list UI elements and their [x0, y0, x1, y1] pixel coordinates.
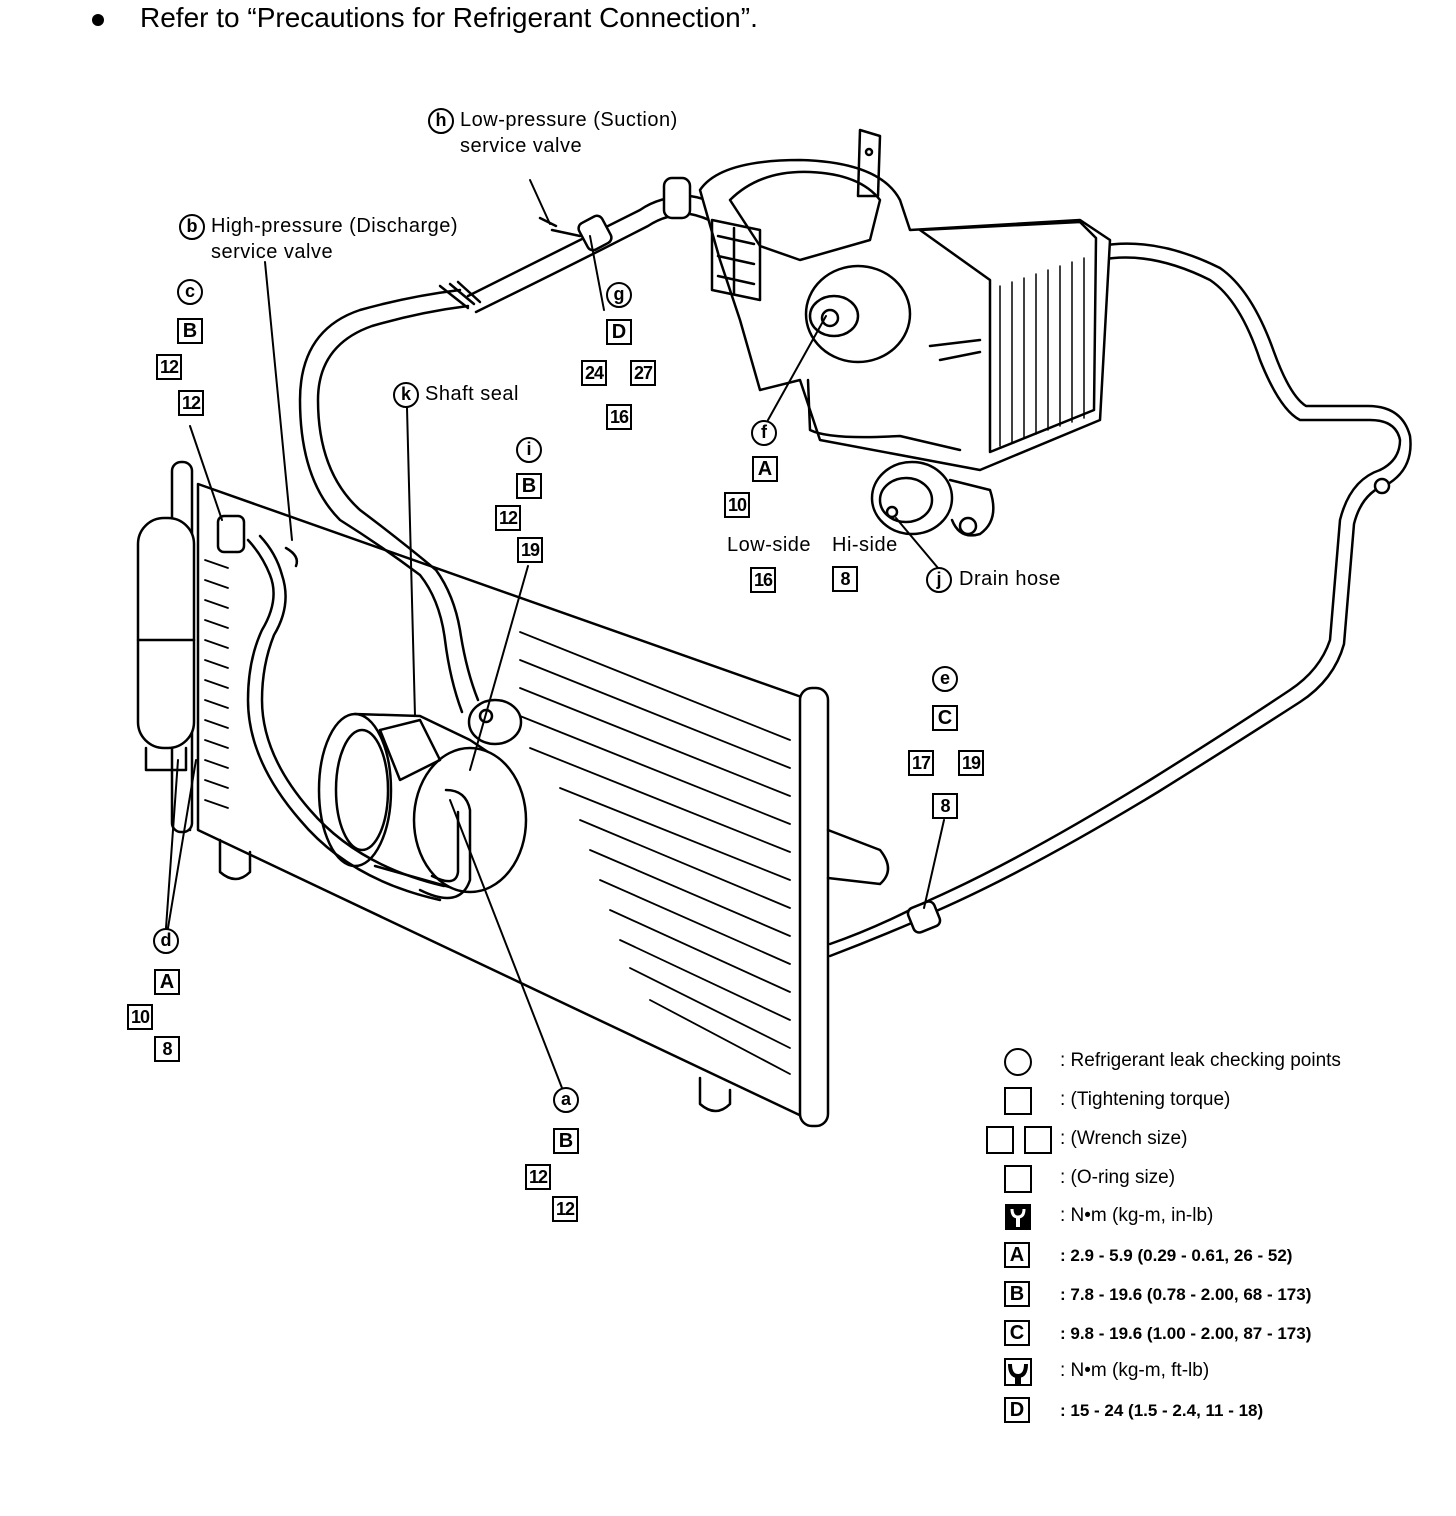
oring-size-8: 8 — [932, 793, 958, 819]
callout-k: k — [393, 382, 419, 408]
legend-A-text: : 2.9 - 5.9 (0.29 - 0.61, 26 - 52) — [1060, 1246, 1293, 1265]
shaft-seal-label: Shaft seal — [425, 383, 519, 405]
bullet-icon — [92, 13, 104, 26]
torque-code-A: A — [154, 969, 180, 995]
square-symbol-icon — [986, 1126, 1014, 1154]
low-pressure-label: Low-pressure (Suction) — [460, 109, 678, 131]
legend-unit-ftlb-text: : N•m (kg-m, ft-lb) — [1060, 1360, 1210, 1381]
callout-b: b — [179, 214, 205, 240]
square-symbol-icon — [1024, 1126, 1052, 1154]
torque-wrench-ftlb-icon — [1004, 1358, 1032, 1386]
wrench-size-10: 10 — [127, 1004, 153, 1030]
callout-d: d — [153, 928, 179, 954]
torque-code-B: B — [516, 473, 542, 499]
hi-side-label: Hi-side — [832, 534, 898, 556]
precautions-note: Refer to “Precautions for Refrigerant Co… — [92, 2, 758, 34]
liquid-tank — [136, 516, 196, 772]
oring-size-16: 16 — [606, 404, 632, 430]
compressor — [317, 698, 528, 894]
callout-i: i — [516, 437, 542, 463]
leader-lines — [165, 179, 945, 1089]
oring-size-8: 8 — [832, 566, 858, 592]
legend-unit-inlb-text: : N•m (kg-m, in-lb) — [1060, 1205, 1214, 1226]
oring-size-19: 19 — [517, 537, 543, 563]
legend-oring-text: : (O-ring size) — [1060, 1167, 1176, 1188]
square-symbol-icon — [1004, 1087, 1032, 1115]
legend-B-text: : 7.8 - 19.6 (0.78 - 2.00, 68 - 173) — [1060, 1285, 1312, 1304]
legend-wrench-text: : (Wrench size) — [1060, 1128, 1188, 1149]
legend-torque-text: : (Tightening torque) — [1060, 1089, 1231, 1110]
pipes — [216, 176, 1412, 958]
callout-g: g — [606, 282, 632, 308]
torque-code-A: A — [1004, 1242, 1030, 1268]
torque-code-D: D — [606, 319, 632, 345]
wrench-size-12: 12 — [525, 1164, 551, 1190]
wrench-size-24: 24 — [581, 360, 607, 386]
wrench-size-12: 12 — [156, 354, 182, 380]
oring-size-12: 12 — [178, 390, 204, 416]
oring-size-12: 12 — [552, 1196, 578, 1222]
callout-j: j — [926, 567, 952, 593]
callout-h: h — [428, 108, 454, 134]
torque-code-B: B — [553, 1128, 579, 1154]
callout-a: a — [553, 1087, 579, 1113]
legend-D-text: : 15 - 24 (1.5 - 2.4, 11 - 18) — [1060, 1401, 1264, 1420]
low-side-label: Low-side — [727, 534, 812, 556]
torque-code-C: C — [1004, 1320, 1030, 1346]
callout-f: f — [751, 420, 777, 446]
torque-code-C: C — [932, 705, 958, 731]
square-symbol-icon — [1004, 1165, 1032, 1193]
legend-C-text: : 9.8 - 19.6 (1.00 - 2.00, 87 - 173) — [1060, 1324, 1312, 1343]
note-text: Refer to “Precautions for Refrigerant Co… — [140, 2, 758, 33]
high-pressure-label: High-pressure (Discharge) — [211, 215, 459, 237]
torque-code-B: B — [1004, 1281, 1030, 1307]
drain-hose-label: Drain hose — [959, 568, 1061, 590]
circle-symbol-icon — [1004, 1048, 1032, 1076]
cooling-unit — [698, 128, 1112, 537]
oring-size-16: 16 — [750, 567, 776, 593]
callout-c: c — [177, 279, 203, 305]
callout-e: e — [932, 666, 958, 692]
wrench-size-12: 12 — [495, 505, 521, 531]
high-pressure-label-2: service valve — [211, 241, 334, 263]
torque-code-A: A — [752, 456, 778, 482]
low-pressure-label-2: service valve — [460, 135, 583, 157]
wrench-size-19: 19 — [958, 750, 984, 776]
wrench-size-10: 10 — [724, 492, 750, 518]
torque-wrench-inlb-icon — [1005, 1204, 1031, 1230]
torque-code-D: D — [1004, 1397, 1030, 1423]
wrench-size-17: 17 — [908, 750, 934, 776]
legend-leak-text: : Refrigerant leak checking points — [1060, 1050, 1341, 1071]
torque-code-B: B — [177, 318, 203, 344]
oring-size-8: 8 — [154, 1036, 180, 1062]
wrench-size-27: 27 — [630, 360, 656, 386]
